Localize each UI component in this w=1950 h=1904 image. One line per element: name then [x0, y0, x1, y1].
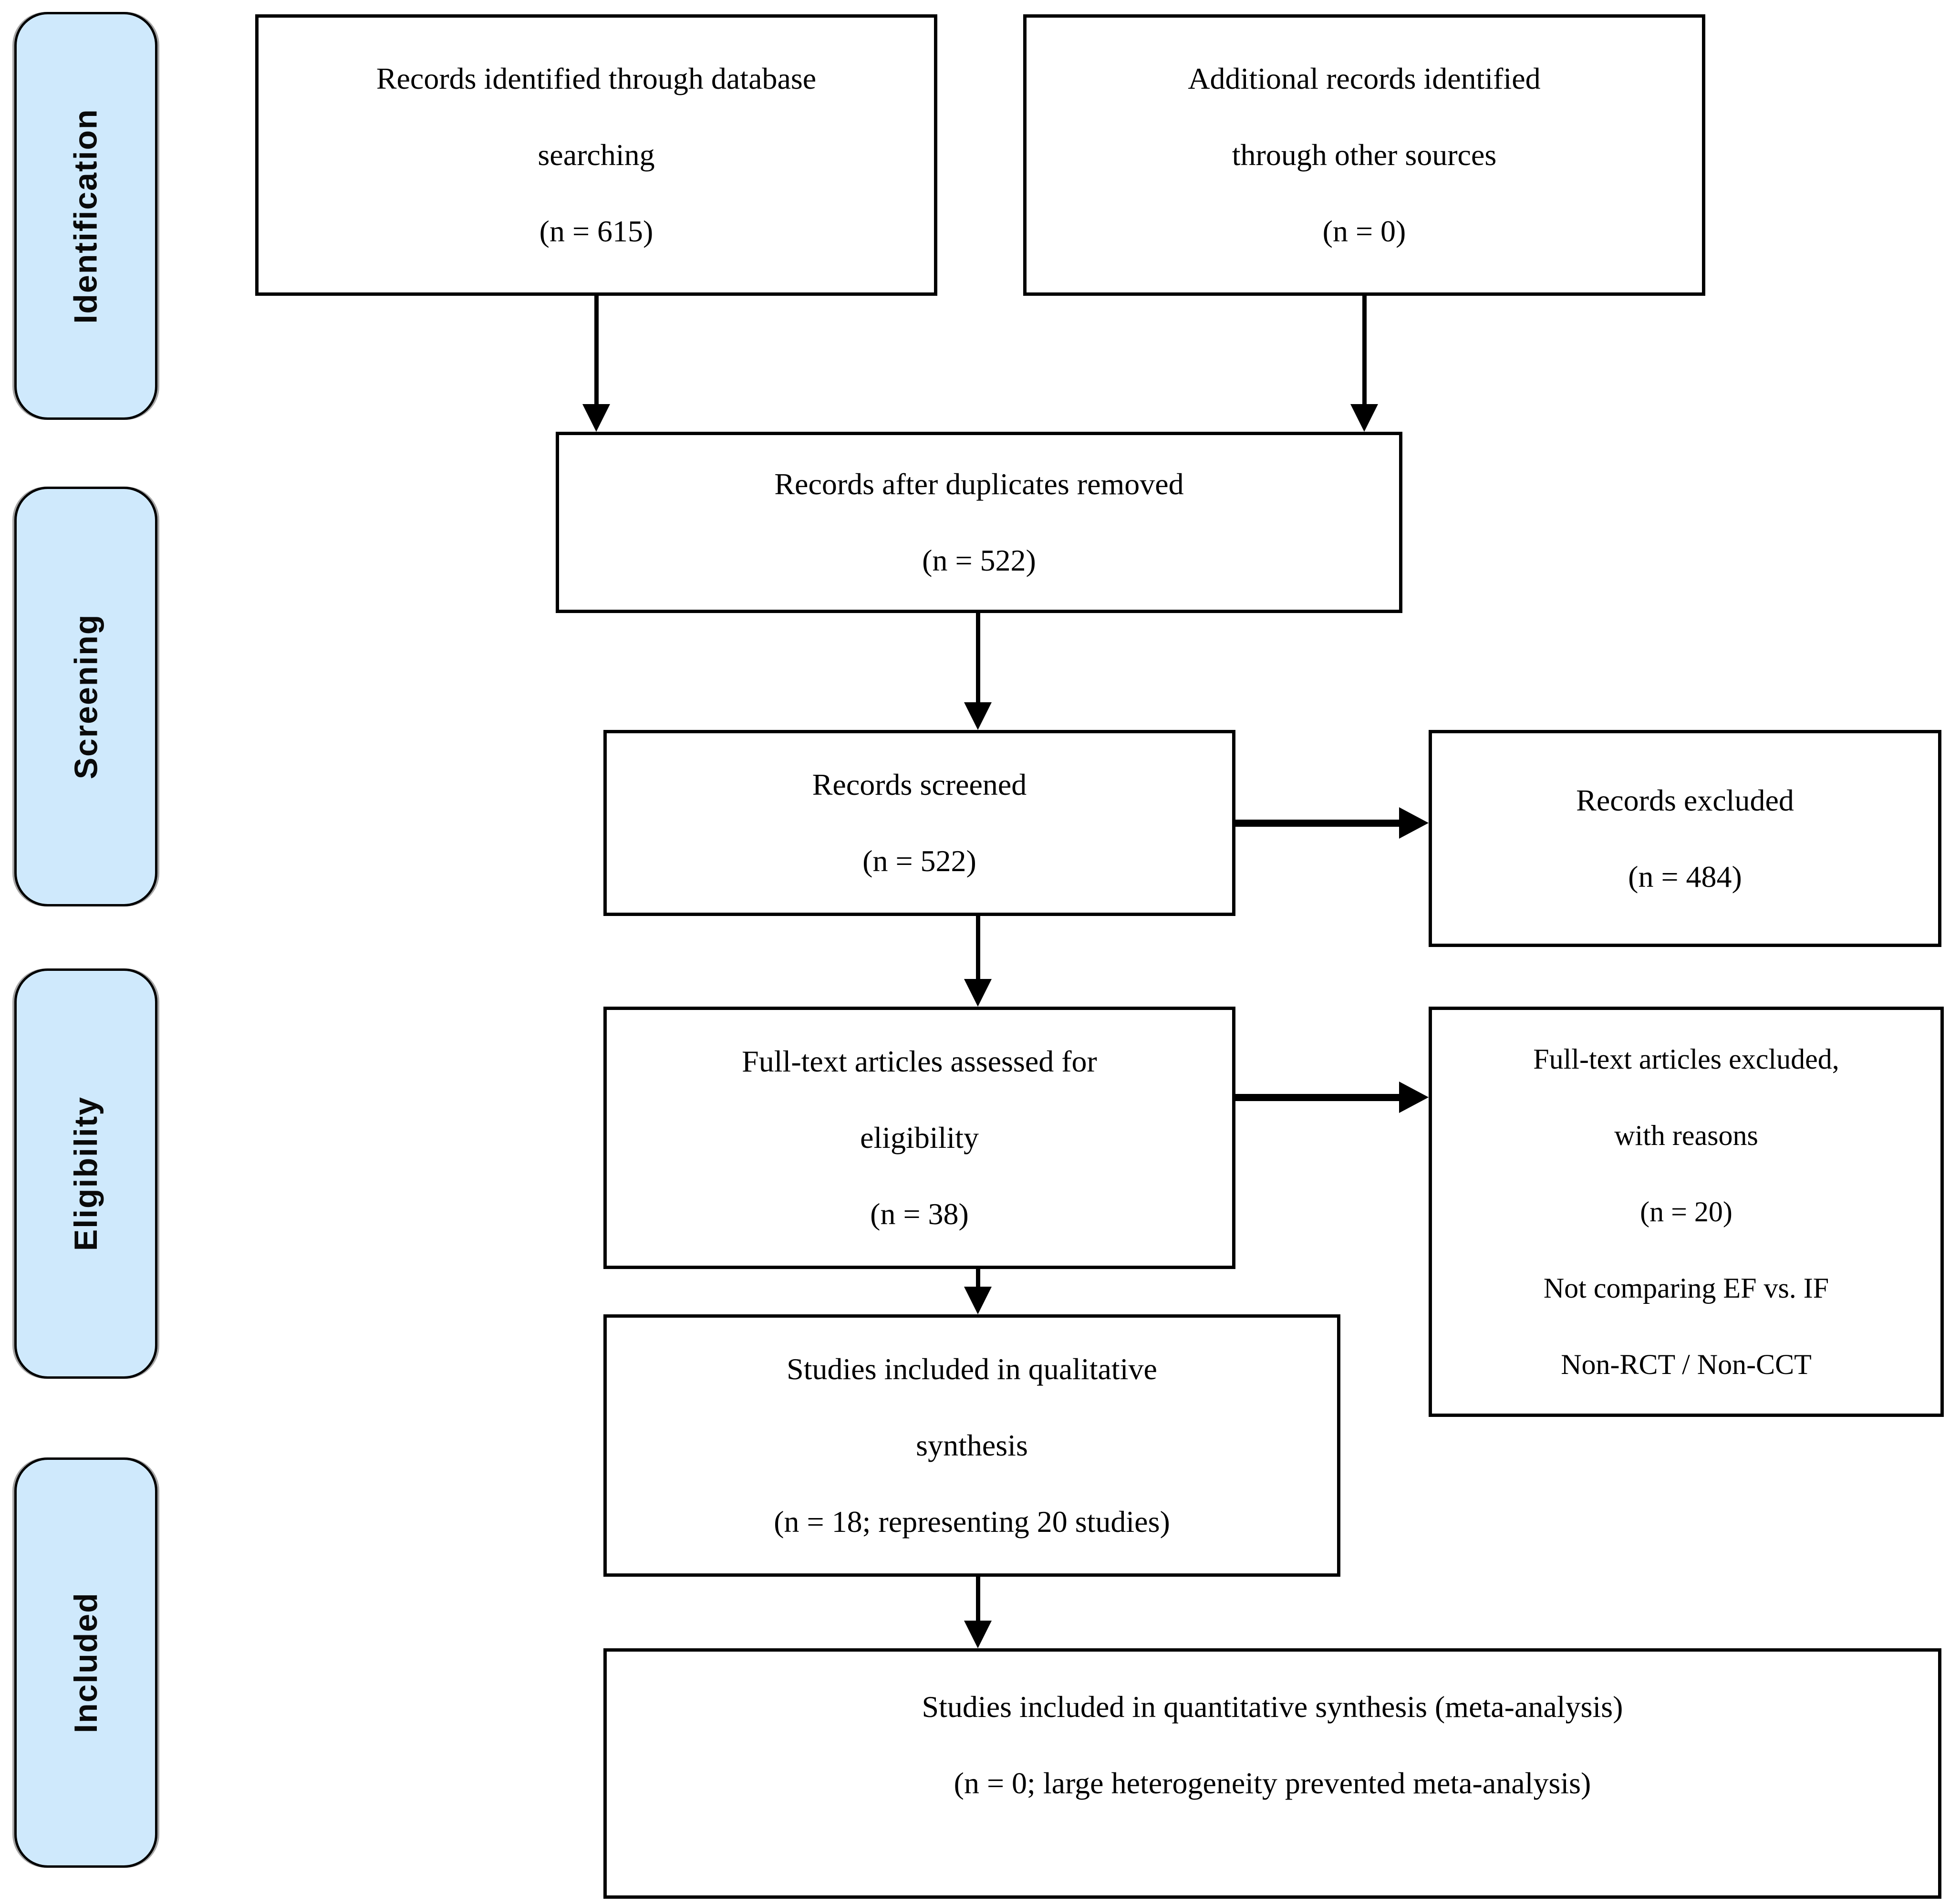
arrow-duplicates-to-screened-shaft — [976, 613, 980, 702]
box-line: Records identified through database — [376, 62, 817, 95]
box-fulltext-assessed: Full-text articles assessed for eligibil… — [603, 1007, 1235, 1269]
box-line: (n = 38) — [870, 1197, 969, 1231]
stage-screening: Screening — [14, 487, 157, 906]
arrow-screened-to-excluded-shaft — [1235, 820, 1399, 827]
arrow-screened-to-fulltext-shaft — [976, 916, 980, 979]
arrow-down-icon — [582, 404, 610, 432]
box-line: Records after duplicates removed — [774, 467, 1184, 501]
box-line: Additional records identified — [1188, 62, 1541, 95]
box-line: through other sources — [1232, 138, 1497, 172]
arrow-down-icon — [964, 979, 992, 1007]
box-line: Studies included in quantitative synthes… — [922, 1689, 1623, 1724]
box-line: Records screened — [812, 768, 1027, 801]
arrow-fulltext-to-qualitative-shaft — [976, 1269, 980, 1287]
arrow-down-icon — [964, 1621, 992, 1648]
box-fulltext-excluded: Full-text articles excluded, with reason… — [1429, 1007, 1944, 1417]
box-line: (n = 0) — [1322, 214, 1406, 248]
box-records-excluded: Records excluded (n = 484) — [1429, 730, 1941, 947]
stage-screening-label: Screening — [68, 614, 104, 780]
box-records-screened: Records screened (n = 522) — [603, 730, 1235, 916]
box-line: (n = 484) — [1628, 859, 1742, 894]
box-line: (n = 20) — [1640, 1196, 1732, 1228]
arrow-down-icon — [964, 702, 992, 730]
arrow-right-icon — [1399, 1082, 1429, 1113]
box-line: Records excluded — [1576, 783, 1794, 817]
arrow-down-icon — [964, 1287, 992, 1314]
box-line: (n = 522) — [922, 543, 1036, 577]
arrow-other-to-duplicates-shaft — [1362, 296, 1367, 404]
box-qualitative-synthesis: Studies included in qualitative synthesi… — [603, 1314, 1340, 1577]
stage-included-label: Included — [68, 1592, 104, 1733]
arrow-fulltext-to-excluded-shaft — [1235, 1094, 1399, 1101]
box-after-duplicates: Records after duplicates removed (n = 52… — [556, 432, 1402, 613]
box-line: Non-RCT / Non-CCT — [1561, 1349, 1812, 1380]
box-line: synthesis — [916, 1428, 1028, 1462]
box-records-identified-other: Additional records identified through ot… — [1023, 14, 1705, 296]
arrow-right-icon — [1399, 807, 1429, 839]
box-records-identified-db: Records identified through database sear… — [255, 14, 937, 296]
box-line: searching — [538, 138, 655, 172]
arrow-down-icon — [1350, 404, 1378, 432]
box-line: with reasons — [1614, 1120, 1758, 1151]
arrow-qualitative-to-quantitative-shaft — [976, 1577, 980, 1621]
box-line: Studies included in qualitative — [787, 1352, 1157, 1386]
box-line: (n = 522) — [862, 844, 976, 878]
stage-included: Included — [14, 1457, 157, 1868]
stage-identification-label: Identification — [68, 108, 104, 324]
box-line: (n = 615) — [539, 214, 653, 248]
stage-eligibility-label: Eligibility — [68, 1096, 104, 1251]
box-line: (n = 18; representing 20 studies) — [774, 1505, 1170, 1539]
box-quantitative-synthesis: Studies included in quantitative synthes… — [603, 1648, 1941, 1899]
box-line: Full-text articles excluded, — [1533, 1043, 1839, 1075]
box-line: eligibility — [860, 1121, 979, 1155]
stage-eligibility: Eligibility — [14, 968, 157, 1379]
box-line: Not comparing EF vs. IF — [1543, 1272, 1829, 1304]
box-line: Full-text articles assessed for — [742, 1044, 1097, 1078]
arrow-db-to-duplicates-shaft — [594, 296, 599, 404]
stage-identification: Identification — [14, 12, 157, 420]
box-line: (n = 0; large heterogeneity prevented me… — [954, 1766, 1591, 1800]
